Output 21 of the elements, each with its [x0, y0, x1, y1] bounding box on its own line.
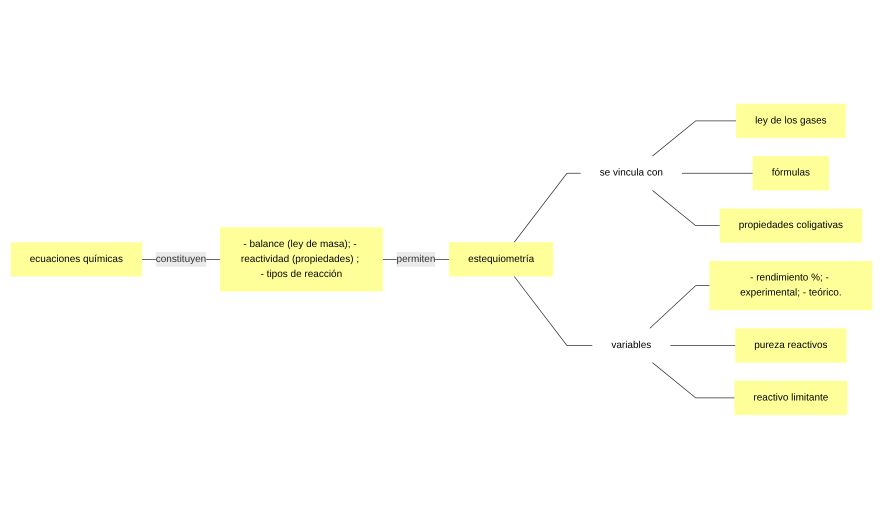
linking-word: se vincula con	[580, 156, 682, 190]
edge-label: permiten	[396, 252, 436, 266]
connector	[652, 362, 736, 398]
connector	[681, 172, 754, 174]
linking-word: variables	[592, 328, 670, 362]
concept-box: ecuaciones químicas	[10, 242, 142, 276]
connector	[670, 344, 736, 346]
concept-box: reactivo limitante	[734, 380, 848, 415]
concept-box: ley de los gases	[736, 103, 846, 138]
concept-box: estequiometría	[449, 242, 554, 276]
connector	[514, 172, 582, 243]
concept-box: propiedades coligativas	[720, 208, 862, 242]
connector	[652, 189, 720, 226]
edge-label: constituyen	[156, 252, 206, 266]
connector	[649, 284, 710, 329]
connector	[514, 275, 593, 346]
concept-box: - rendimiento %; - experimental; - teórico.	[709, 260, 872, 310]
connector	[652, 120, 737, 156]
concept-box: pureza reactivos	[735, 328, 847, 362]
concept-box: - balance (ley de masa); - reactividad (propiedades) ; - tipos de reacción	[220, 226, 383, 292]
concept-box: fórmulas	[752, 156, 830, 190]
